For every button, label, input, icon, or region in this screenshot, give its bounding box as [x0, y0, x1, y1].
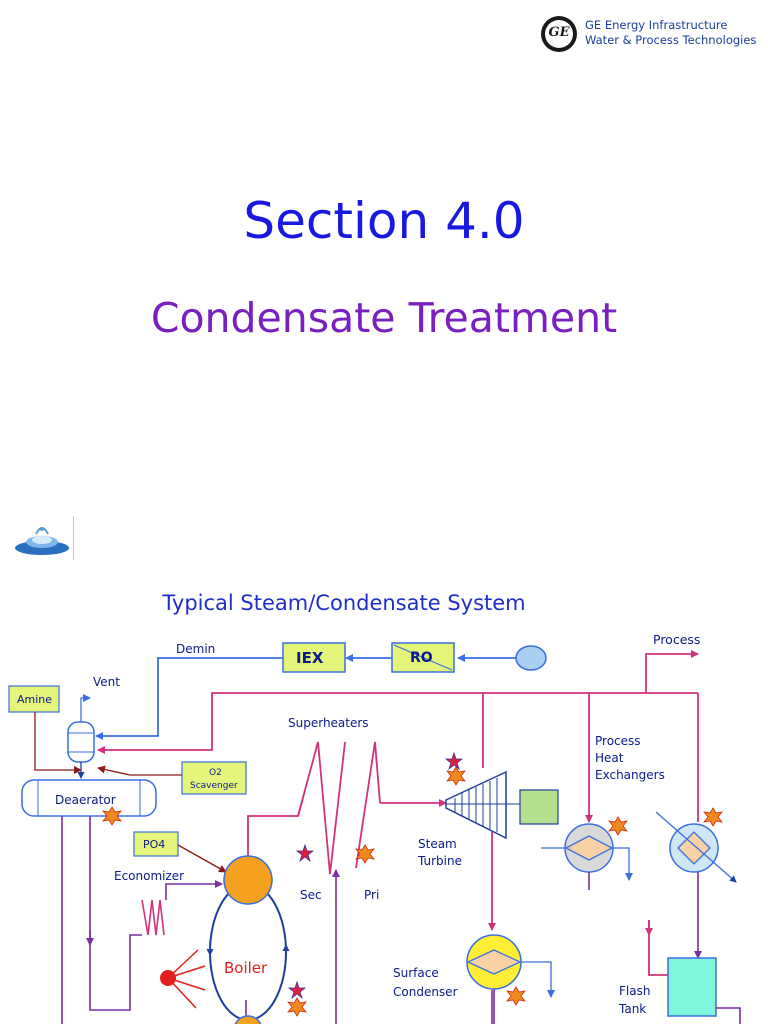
boiler	[206, 855, 290, 1024]
superheaters-label: Superheaters	[288, 716, 369, 730]
burst-icon	[703, 807, 723, 827]
water-source	[515, 645, 547, 671]
water-splash-icon	[15, 527, 69, 555]
economizer	[141, 899, 165, 936]
star-icon	[295, 843, 315, 863]
phe-label-3: Exchangers	[595, 768, 665, 782]
brand-block: GE Energy Infrastructure Water & Process…	[585, 18, 756, 48]
vent-label: Vent	[93, 675, 120, 689]
steam-condensate-diagram: RO IEX Demin Process Superheaters Sec Pr…	[8, 632, 741, 1024]
deaerator-column	[67, 694, 95, 763]
surface-condenser	[466, 934, 555, 1024]
heat-exchanger-2	[655, 811, 737, 883]
makeup-water-line	[95, 654, 516, 740]
flash-tank	[667, 957, 741, 1024]
phe-label-1: Process	[595, 734, 641, 748]
burner-icon	[160, 949, 206, 1009]
burst-icon	[446, 766, 466, 786]
pri-label: Pri	[364, 888, 379, 902]
po4-box: PO4	[133, 831, 179, 857]
boiler-label: Boiler	[224, 959, 268, 977]
steam-header-lines	[97, 650, 699, 976]
iex-unit: IEX	[282, 642, 346, 673]
economizer-label: Economizer	[114, 869, 184, 883]
ro-label: RO	[410, 650, 433, 666]
superheaters	[297, 741, 381, 875]
burst-icon	[506, 986, 526, 1006]
burst-icon	[608, 816, 628, 836]
burst-icon	[355, 844, 375, 864]
section-heading: Section 4.0	[243, 192, 525, 250]
turbine-label: Turbine	[417, 854, 462, 868]
iex-label: IEX	[296, 649, 324, 667]
process-label: Process	[653, 632, 700, 647]
po4-label: PO4	[143, 838, 165, 851]
heat-exchanger-1	[541, 823, 633, 881]
burst-icon	[287, 997, 307, 1017]
brand-line-1: GE Energy Infrastructure	[585, 18, 728, 32]
o2-scavenger-box: O2 Scavenger	[181, 761, 247, 795]
steam-label: Steam	[418, 837, 457, 851]
flash-label: Flash	[619, 984, 650, 998]
ro-unit: RO	[391, 642, 455, 673]
surface-label: Surface	[393, 966, 439, 980]
steam-turbine	[445, 770, 559, 840]
amine-box: Amine	[8, 685, 60, 713]
demin-label: Demin	[176, 642, 215, 656]
condenser-label: Condenser	[393, 985, 458, 999]
star-icon	[287, 980, 307, 1000]
deaerator-label: Deaerator	[55, 793, 116, 807]
sec-label: Sec	[300, 888, 322, 902]
burst-icon	[102, 806, 122, 826]
deaerator-vessel	[21, 779, 157, 817]
diagram-title: Typical Steam/Condensate System	[162, 591, 526, 615]
ge-logo: GE	[541, 16, 577, 52]
o2-label-2: Scavenger	[190, 781, 238, 791]
amine-label: Amine	[17, 693, 52, 706]
corrosion-markers	[102, 766, 723, 1017]
phe-label-2: Heat	[595, 751, 624, 765]
star-icon	[444, 751, 464, 771]
star-markers	[287, 751, 464, 1000]
o2-label-1: O2	[209, 768, 222, 778]
divider	[73, 516, 74, 560]
ge-logo-text: GE	[548, 25, 570, 40]
brand-line-2: Water & Process Technologies	[585, 33, 757, 47]
slide-title: Condensate Treatment	[150, 294, 618, 342]
tank-label: Tank	[618, 1002, 646, 1016]
